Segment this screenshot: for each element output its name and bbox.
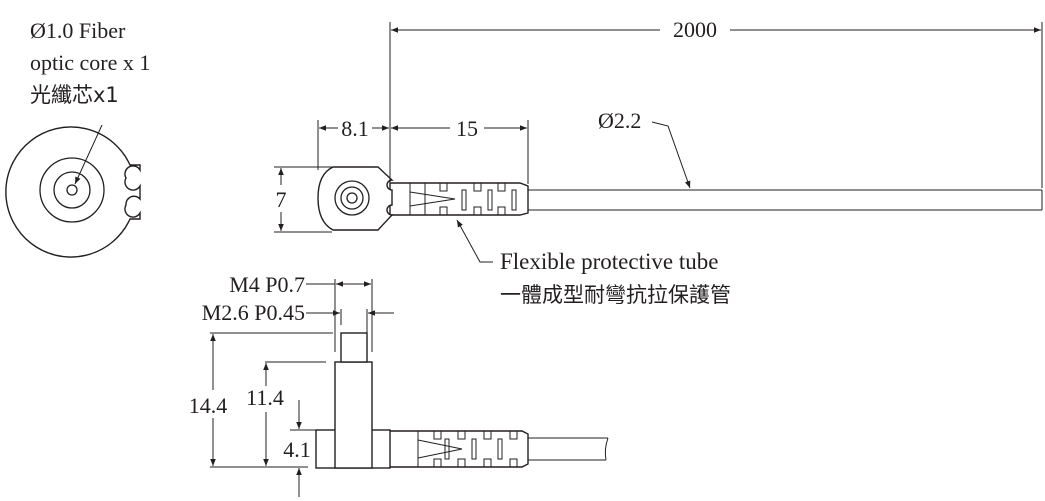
fiber-core-leader [74,124,103,185]
dim-body-height: 11.4 [246,385,284,410]
dim-tube-length: 15 [456,116,478,141]
end-view-ring-outer [39,157,105,223]
cable-diameter-label: Ø2.2 [598,108,641,133]
tube-ribs [409,182,517,216]
thread-m26-label: M2.6 P0.45 [202,300,305,325]
side-tube-ribs [417,430,518,468]
threaded-tip-m26 [340,332,368,363]
fiber-core-label-zh: 光纖芯x1 [30,83,119,107]
cable-leader [651,121,691,189]
dim-length: 2000 [673,17,717,42]
dim-total-height: 14.4 [189,393,228,418]
dim-head-width: 8.1 [341,116,369,141]
threaded-body-m4 [334,361,373,469]
sensor-head [317,166,394,231]
head-ring-outer [334,180,370,216]
end-view-ring-inner [53,171,91,209]
dim-base-height: 4.1 [283,437,311,462]
protective-tube [389,182,529,216]
end-view-outline [5,126,141,258]
fiber-core-label-en-2: optic core x 1 [30,50,150,75]
head-ring-inner [340,186,364,210]
tube-leader [456,219,493,263]
end-view: Ø1.0 Fiber optic core x 1 光纖芯x1 [5,18,150,258]
tube-label-zh: 一體成型耐彎抗拉保護管 [500,283,731,307]
thread-m4-label: M4 P0.7 [229,272,305,297]
dim-head-height: 7 [276,187,287,212]
tube-label-en: Flexible protective tube [500,249,718,274]
head-core [346,192,358,204]
fiber-core-icon [66,184,78,196]
fiber-core-label-en-1: Ø1.0 Fiber [30,18,126,43]
side-view: M4 P0.7 M2.6 P0.45 14.4 11.4 4.1 [189,272,609,497]
cable-break [604,437,609,461]
top-view: 2000 8.1 15 7 Ø2.2 Flexible protective t… [274,17,1043,307]
